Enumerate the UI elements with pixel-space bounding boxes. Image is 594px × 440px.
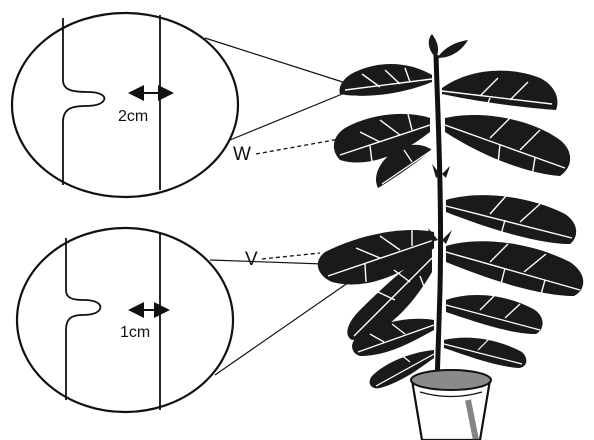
leaf-mid-right [446, 195, 576, 244]
top-bud-left-leaf [429, 34, 438, 58]
lower-measure-label: 1cm [120, 324, 150, 341]
leaf-upper-right [442, 71, 557, 110]
label-v: V [245, 249, 258, 270]
plant-illustration [318, 34, 583, 440]
lower-magnified-stem-circle: 1cm [17, 228, 233, 412]
label-v-leader [262, 253, 320, 259]
label-w-leader [256, 138, 345, 154]
pointer-labels: W V [233, 138, 345, 270]
upper-circle-outline [12, 13, 238, 197]
upper-connector-bottom [230, 90, 352, 140]
flower-pot [411, 370, 491, 440]
leaf-lower-right [446, 295, 543, 334]
lower-connector-bottom [215, 280, 352, 375]
lower-circle-outline [17, 228, 233, 412]
leaf-w-right [445, 115, 570, 176]
leaf-bottom-right [444, 338, 526, 368]
leaf-v-right [446, 241, 583, 298]
leaf-upper-left [340, 64, 432, 96]
label-w: W [233, 144, 251, 165]
pot-soil [411, 370, 491, 390]
upper-magnified-stem-circle: 2cm [12, 13, 238, 197]
upper-measure-label: 2cm [118, 108, 148, 125]
top-bud-right-leaf [437, 40, 468, 58]
main-stem [436, 55, 441, 385]
